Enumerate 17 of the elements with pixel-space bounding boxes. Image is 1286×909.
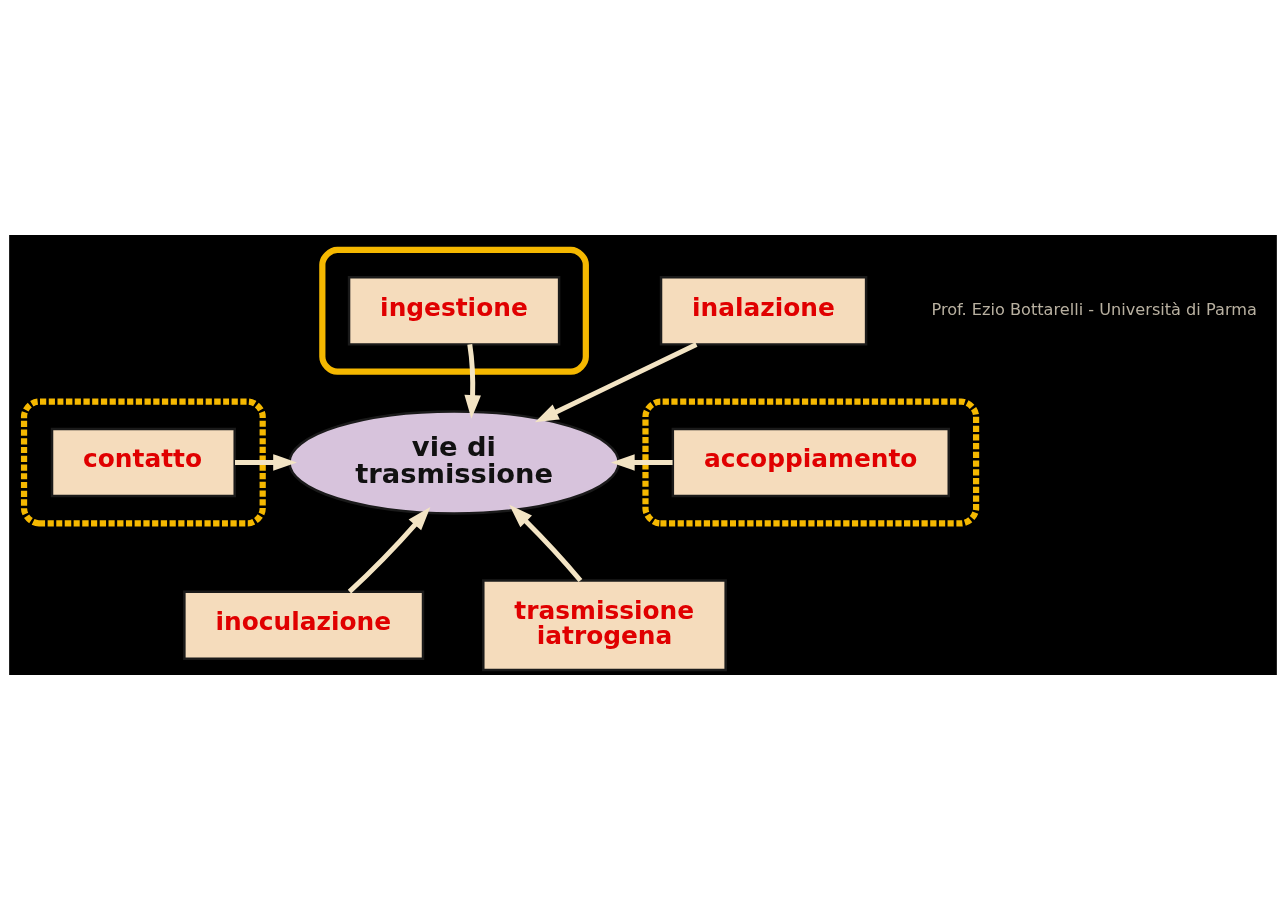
arrow [235,453,297,471]
cluster [20,397,266,526]
cluster [319,246,589,375]
label: Prof. Ezio Bottarelli - Università di Parma [931,299,1257,319]
node-box: accoppiamento [671,427,950,497]
node-box: trasmissione iatrogena [482,578,727,671]
cluster [642,397,980,526]
arrow [509,504,583,582]
arrow [464,343,481,419]
arrow [347,506,431,593]
node-ellipse: vie di trasmissione [288,409,620,515]
node-box: ingestione [347,275,561,346]
arrow [534,341,698,422]
node-box: contatto [50,427,236,497]
node-box: inalazione [659,275,868,346]
arrow [610,453,673,471]
node-box: inoculazione [183,590,425,660]
